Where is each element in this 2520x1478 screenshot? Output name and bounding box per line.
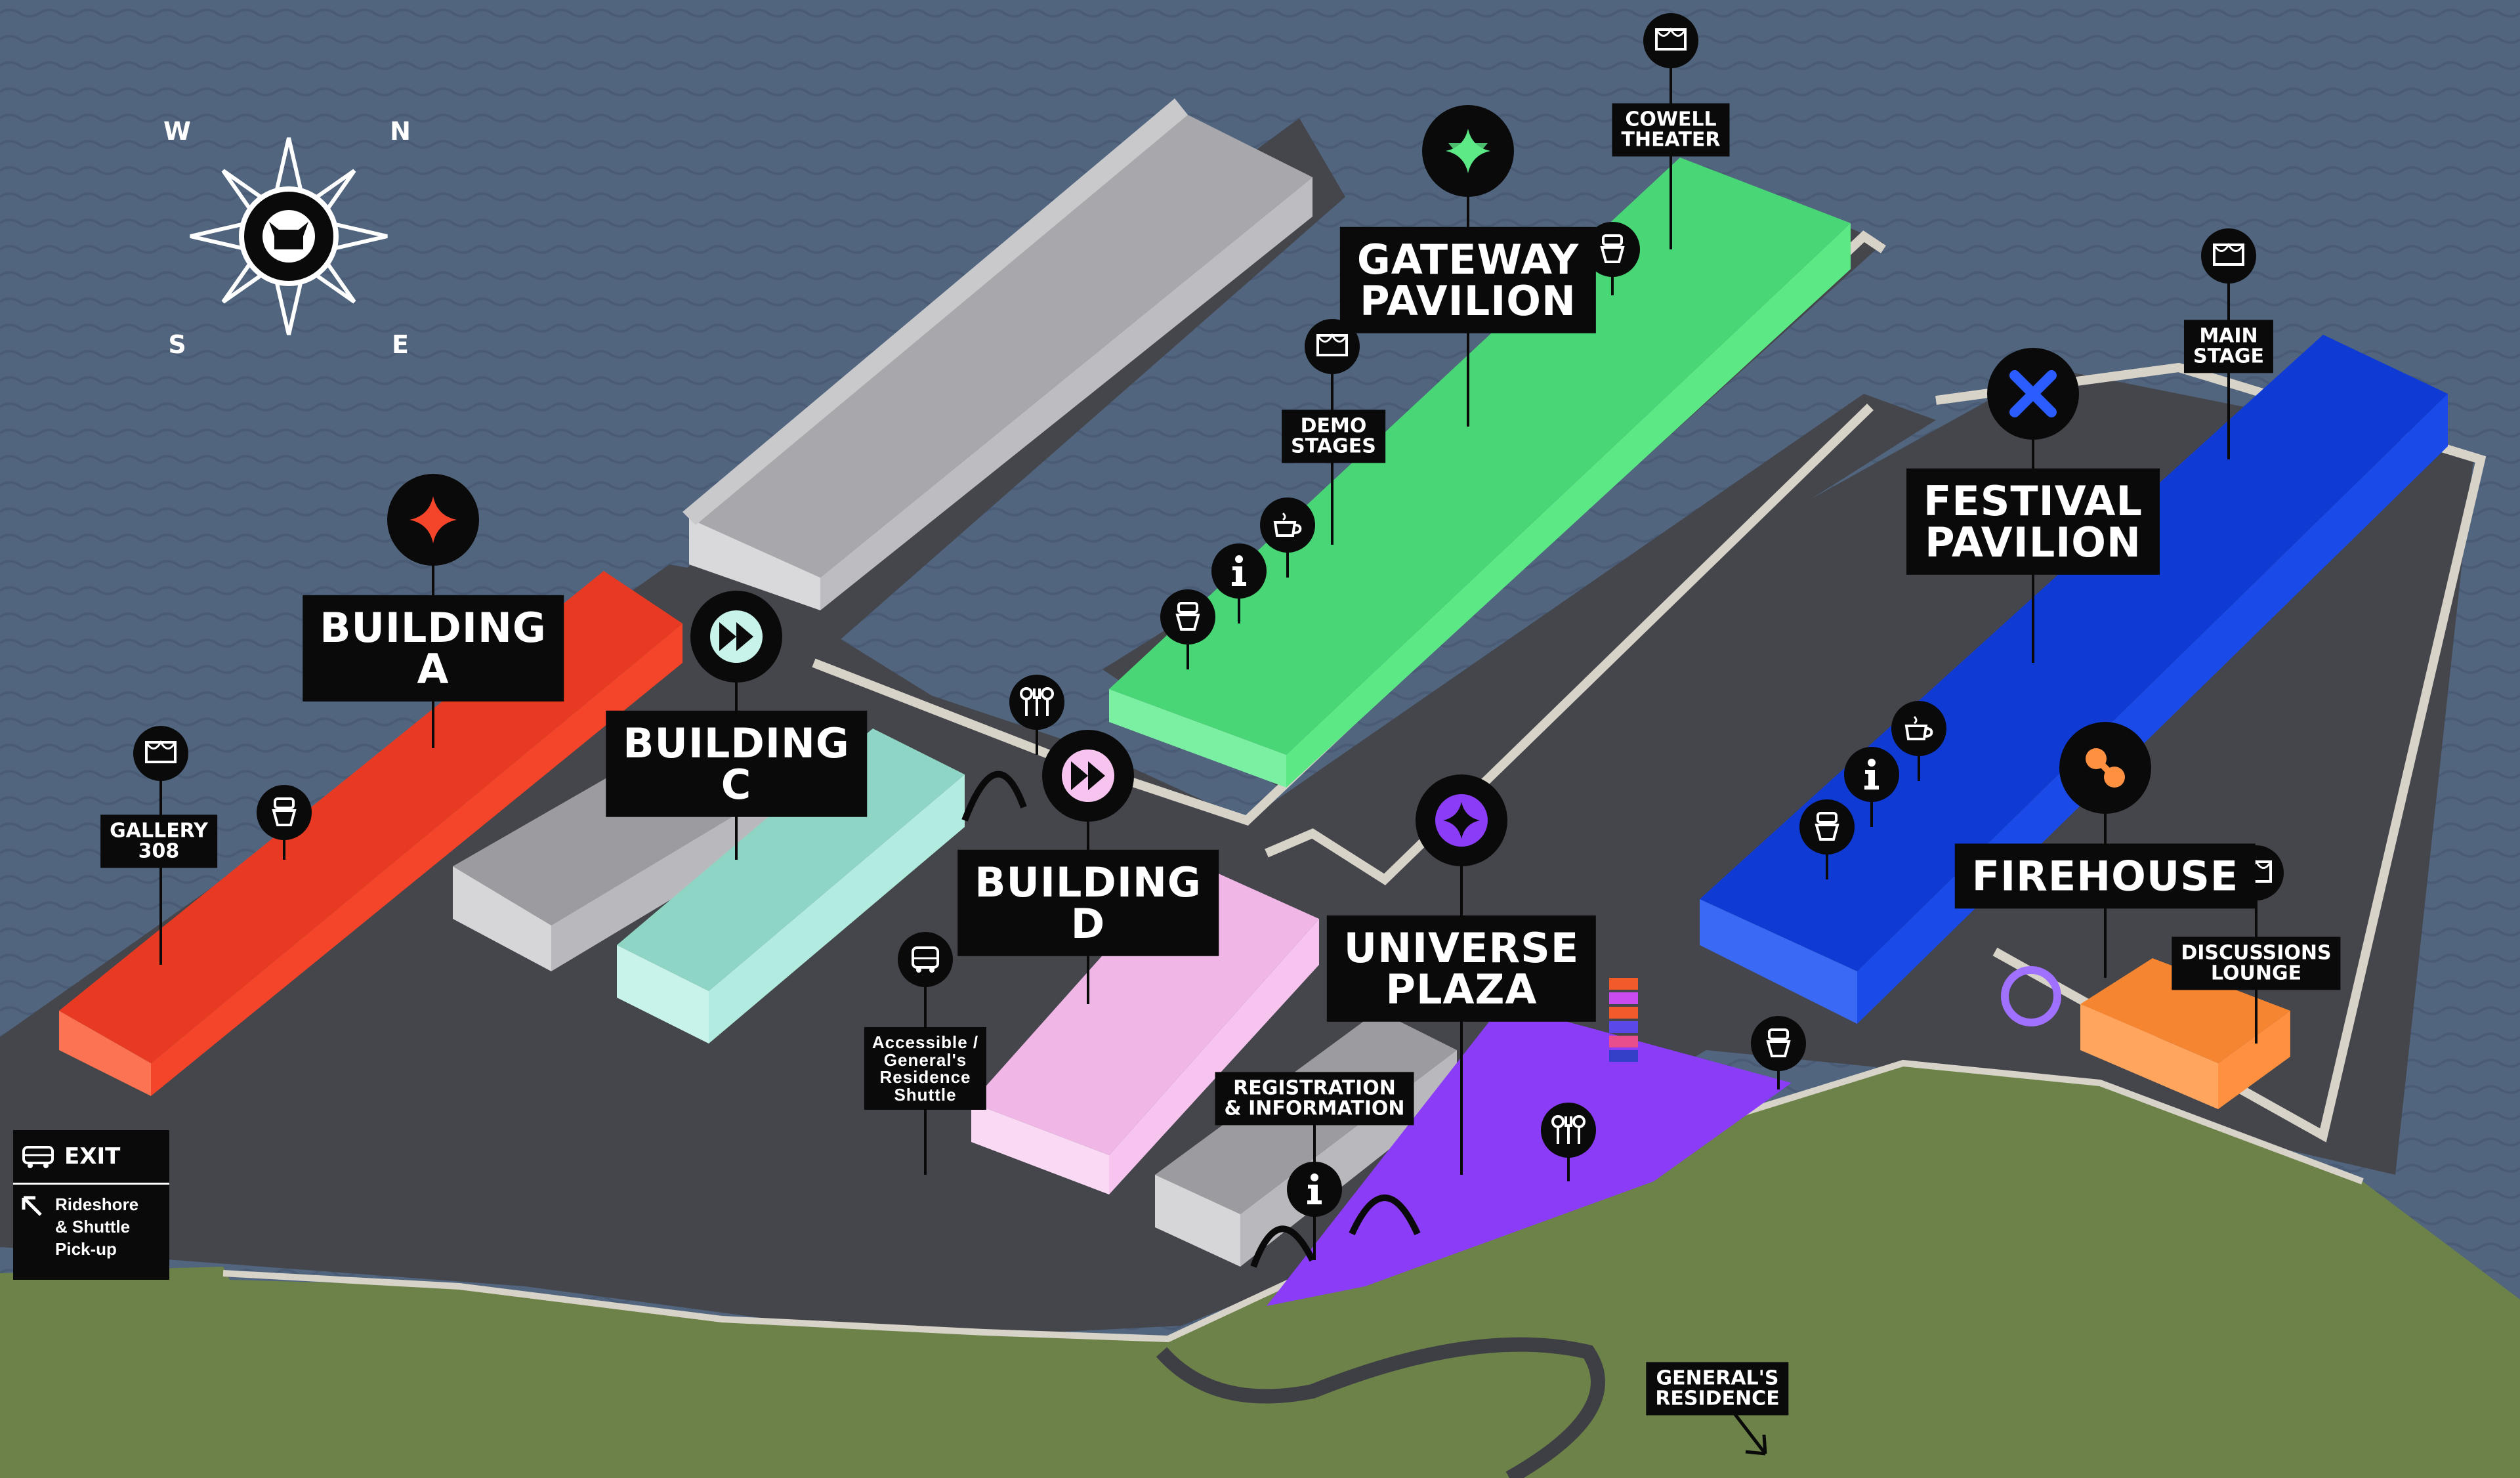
compass-south: S xyxy=(168,330,186,359)
arch xyxy=(1349,1194,1421,1236)
building-a-label[interactable]: BUILDING A xyxy=(303,595,564,702)
cowell-stage-icon[interactable] xyxy=(1643,13,1698,68)
firehouse-nodes-icon[interactable] xyxy=(2059,722,2151,814)
exit-panel[interactable]: EXIT Rideshore & Shuttle Pick-up xyxy=(13,1130,169,1280)
restroom-icon[interactable] xyxy=(1160,589,1215,644)
compass-north: N xyxy=(390,117,411,146)
building-c-shape xyxy=(617,728,965,1044)
compass xyxy=(190,137,388,335)
arrow-up-left-icon xyxy=(22,1196,42,1216)
grass-hill xyxy=(0,1063,2520,1478)
exit-label: EXIT xyxy=(64,1143,121,1170)
firehouse-label[interactable]: FIREHOUSE xyxy=(1954,843,2256,909)
compass-east: E xyxy=(392,330,409,359)
shuttle-label[interactable]: Accessible / General's Residence Shuttle xyxy=(864,1026,987,1110)
restroom-icon[interactable] xyxy=(1751,1016,1806,1071)
grey-warehouse xyxy=(682,98,1312,610)
building-c-label[interactable]: BUILDING C xyxy=(606,710,867,818)
cowell-theater-label[interactable]: COWELL THEATER xyxy=(1612,103,1730,157)
pickup-label: Rideshore & Shuttle Pick-up xyxy=(55,1194,139,1259)
main-stage-icon[interactable] xyxy=(2201,228,2256,284)
generals-residence-arrow xyxy=(1731,1410,1767,1456)
arch xyxy=(961,771,1027,822)
building-c-fastforward-icon[interactable] xyxy=(690,591,782,683)
plaza-sculpture xyxy=(1609,978,1638,1062)
coffee-icon[interactable] xyxy=(1260,497,1315,553)
firehouse-shape xyxy=(2080,958,2290,1109)
path-gateway xyxy=(812,230,1886,826)
restroom-icon[interactable] xyxy=(1799,799,1855,855)
gateway-pavilion-label[interactable]: GATEWAY PAVILION xyxy=(1339,226,1597,334)
info-icon[interactable] xyxy=(1287,1162,1342,1217)
food-icon[interactable] xyxy=(1009,675,1064,730)
pickup-row: Rideshore & Shuttle Pick-up xyxy=(13,1185,169,1269)
gateway-pavilion-shape xyxy=(1109,158,1851,788)
pin-line xyxy=(1238,578,1240,623)
registration-information-label[interactable]: REGISTRATION & INFORMATION xyxy=(1215,1072,1414,1126)
gallery-stage-icon[interactable] xyxy=(133,726,188,781)
universe-plaza-floor xyxy=(1267,1004,1792,1306)
universe-plaza-star-icon[interactable] xyxy=(1416,774,1507,866)
generals-residence-label[interactable]: GENERAL'S RESIDENCE xyxy=(1646,1362,1789,1416)
festival-pavilion-x-icon[interactable] xyxy=(1987,348,2079,440)
info-icon[interactable] xyxy=(1844,747,1899,802)
info-icon[interactable] xyxy=(1211,543,1267,599)
gallery-308-label[interactable]: GALLERY 308 xyxy=(100,814,217,868)
universe-plaza-label[interactable]: UNIVERSE PLAZA xyxy=(1326,915,1597,1023)
generals-residence-road xyxy=(1156,1337,1605,1478)
discussions-lounge-label[interactable]: DISCUSSIONS LOUNGE xyxy=(2172,937,2341,990)
grass-edge xyxy=(222,1059,2364,1343)
building-d-fastforward-icon[interactable] xyxy=(1042,730,1134,822)
building-d-shape xyxy=(971,860,1319,1194)
gateway-pavilion-star-icon[interactable] xyxy=(1422,105,1514,197)
compass-west: W xyxy=(163,117,191,146)
path-universe xyxy=(1265,403,1874,885)
car-icon xyxy=(22,1146,54,1168)
festival-pavilion-label[interactable]: FESTIVAL PAVILION xyxy=(1906,468,2160,576)
main-stage-label[interactable]: MAIN STAGE xyxy=(2183,320,2274,373)
arch xyxy=(1250,1225,1316,1268)
restroom-icon[interactable] xyxy=(257,785,312,840)
shuttle-bus-icon[interactable] xyxy=(898,932,953,987)
coffee-icon[interactable] xyxy=(1891,701,1946,756)
building-d-label[interactable]: BUILDING D xyxy=(957,849,1219,957)
exit-row: EXIT xyxy=(13,1130,169,1185)
building-a-sparkle-icon[interactable] xyxy=(387,474,479,566)
octocat-ring xyxy=(2001,966,2061,1026)
pin-line xyxy=(1670,66,1672,249)
food-icon[interactable] xyxy=(1541,1103,1596,1158)
demo-stages-label[interactable]: DEMO STAGES xyxy=(1282,410,1385,463)
